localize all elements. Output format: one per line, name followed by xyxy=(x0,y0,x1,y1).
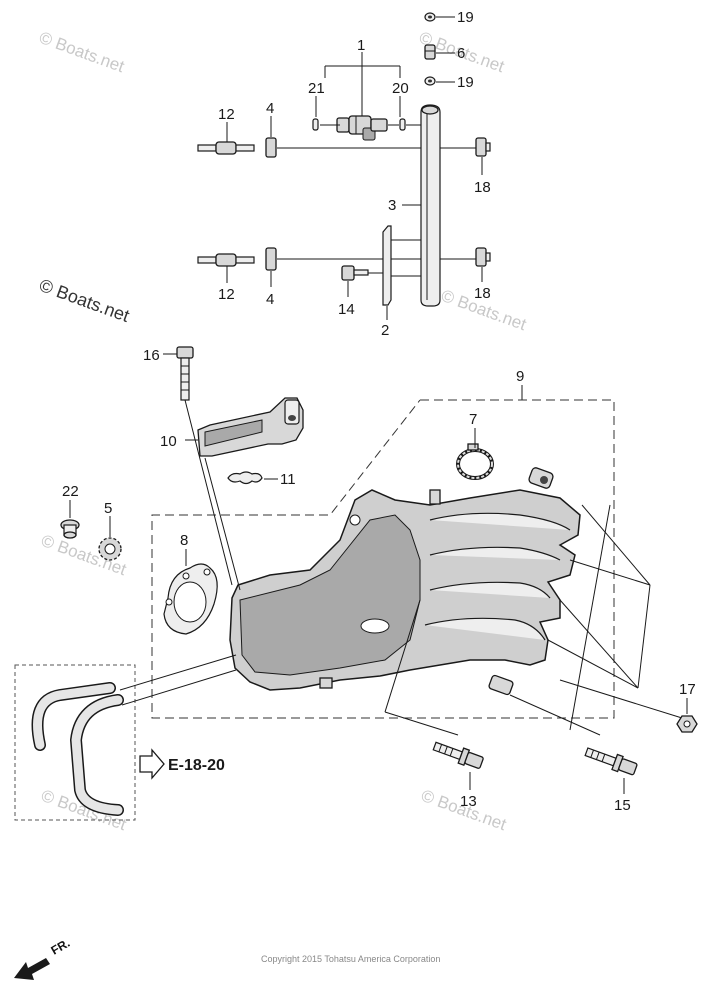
callout-4-lower: 4 xyxy=(266,291,274,308)
callout-5: 5 xyxy=(104,500,112,517)
part-13-bolt[interactable] xyxy=(432,739,484,771)
part-16-bolt[interactable] xyxy=(176,346,194,401)
callout-16: 16 xyxy=(143,347,160,364)
callout-18-lower: 18 xyxy=(474,285,491,302)
part-18-bolt-upper[interactable] xyxy=(475,137,491,157)
callout-6: 6 xyxy=(457,45,465,62)
part-21-o-ring[interactable] xyxy=(312,118,319,131)
callout-8: 8 xyxy=(180,532,188,549)
part-18-bolt-lower[interactable] xyxy=(475,247,491,267)
callout-11: 11 xyxy=(280,471,296,488)
part-11-gasket[interactable] xyxy=(227,471,263,485)
callout-18-upper: 18 xyxy=(474,179,491,196)
callout-20: 20 xyxy=(392,80,409,97)
callout-22: 22 xyxy=(62,483,79,500)
part-19-washer-lower[interactable] xyxy=(424,76,436,86)
reference-label[interactable]: E-18-20 xyxy=(168,757,225,774)
front-direction-label: FR. xyxy=(49,936,73,958)
manifold-assembly-boundary xyxy=(151,399,615,719)
callout-14: 14 xyxy=(338,301,355,318)
callout-19-lower: 19 xyxy=(457,74,474,91)
callout-15: 15 xyxy=(614,797,631,814)
callout-12-lower: 12 xyxy=(218,286,235,303)
part-12-stud-lower[interactable] xyxy=(197,253,255,267)
callout-4-upper: 4 xyxy=(266,100,274,117)
part-6-cap[interactable] xyxy=(424,44,436,60)
callout-12-upper: 12 xyxy=(218,106,235,123)
callout-19-top: 19 xyxy=(457,9,474,26)
copyright-text: Copyright 2015 Tohatsu America Corporati… xyxy=(261,954,440,964)
part-4-collar-lower[interactable] xyxy=(265,247,277,271)
front-direction-arrow-icon xyxy=(14,958,50,980)
part-7-hose-clamp[interactable] xyxy=(456,443,494,480)
part-1-injector[interactable] xyxy=(336,115,388,141)
callout-17: 17 xyxy=(679,681,696,698)
part-15-bolt[interactable] xyxy=(584,744,638,777)
part-8-gasket[interactable] xyxy=(163,563,218,635)
watermark-text: © Boats.net xyxy=(37,28,127,76)
callout-13: 13 xyxy=(460,793,477,810)
part-20-o-ring[interactable] xyxy=(399,118,406,131)
part-5-toothed-washer[interactable] xyxy=(98,537,122,561)
part-12-stud-upper[interactable] xyxy=(197,141,255,155)
part-14-bolt[interactable] xyxy=(341,265,369,281)
part-10-sensor-housing[interactable] xyxy=(197,397,304,457)
part-4-collar-upper[interactable] xyxy=(265,137,277,158)
part-19-washer-top[interactable] xyxy=(424,12,436,22)
callout-1: 1 xyxy=(357,37,365,54)
watermark-text-dark: © Boats.net xyxy=(37,275,132,326)
callout-9: 9 xyxy=(516,368,524,385)
hose-assembly[interactable] xyxy=(14,664,136,821)
callout-10: 10 xyxy=(160,433,177,450)
callout-7: 7 xyxy=(469,411,477,428)
part-22-plug[interactable] xyxy=(60,519,80,539)
callout-3: 3 xyxy=(388,197,396,214)
reference-arrow xyxy=(139,748,165,780)
part-3-fuel-rail[interactable] xyxy=(420,104,441,307)
callout-21: 21 xyxy=(308,80,325,97)
part-9-intake-manifold[interactable] xyxy=(229,467,581,696)
part-2-bracket[interactable] xyxy=(382,225,392,306)
callout-2: 2 xyxy=(381,322,389,339)
part-17-nut[interactable] xyxy=(676,715,698,733)
